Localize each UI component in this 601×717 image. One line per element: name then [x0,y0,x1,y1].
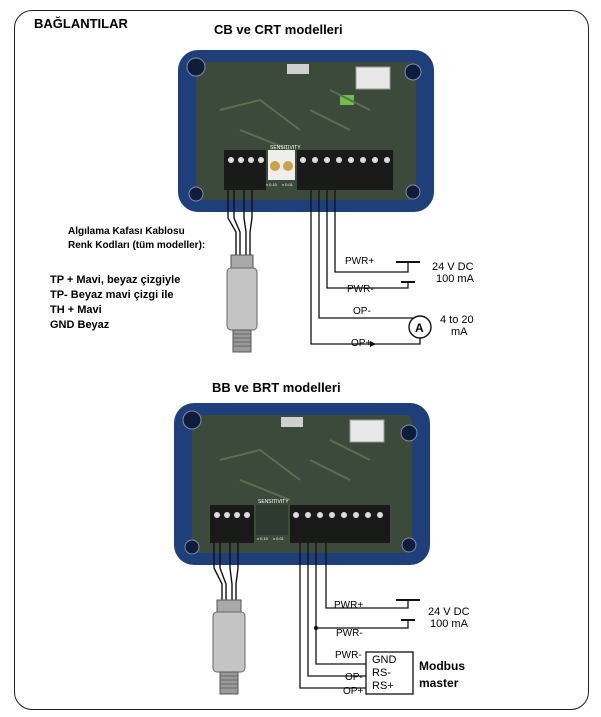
sensitivity-label-bottom: SENSITIVITY [258,499,289,505]
cable-note-item: GND Beyaz [50,319,110,331]
cable-note-item: TP + Mavi, beyaz çizgiyle [50,274,181,286]
modbus-rs-minus-label: RS- [372,667,391,679]
bottom-enclosure [174,403,430,565]
cable-note-item: TH + Mavi [50,304,102,316]
top-enclosure [178,50,434,212]
cable-note-line1: Algılama Kafası Kablosu [68,226,185,237]
bottom-op-minus-label: OP- [345,672,363,683]
meter-unit: mA [451,326,468,338]
cable-note-item: TP- Beyaz mavi çizgi ile [50,289,174,301]
bottom-sensor-probe [212,599,246,695]
top-sensor-cable [227,190,253,255]
top-op-minus-label: OP- [353,306,371,317]
x10-label: x 0.10 [266,182,278,187]
cable-note-line2: Renk Kodları (tüm modeller): [68,240,206,251]
bottom-supply-voltage: 24 V DC [428,606,470,618]
top-sensor-probe [226,254,258,353]
top-supply-voltage: 24 V DC [432,261,474,273]
section-title-top: CB ve CRT modelleri [214,22,343,37]
sensitivity-label: SENSITIVITY [270,145,301,151]
top-supply-current: 100 mA [436,273,474,285]
top-wiring [310,190,421,345]
bottom-pwr-plus-label: PWR+ [334,600,364,611]
modbus-gnd-label: GND [372,654,397,666]
ammeter-symbol [408,315,432,339]
junction-dot [313,625,319,631]
top-pwr-minus-label: PWR- [347,284,374,295]
page-heading: BAĞLANTILAR [34,16,128,31]
bottom-sensor-cable [213,543,239,600]
bottom-pwr-minus-label-2: PWR- [335,650,362,661]
modbus-rs-plus-label: RS+ [372,680,394,692]
bottom-op-plus-label: OP+ [343,686,364,697]
bottom-pwr-minus-label: PWR- [336,628,363,639]
modbus-master-box [365,651,414,695]
modbus-master-line2: master [419,676,459,690]
arrow-op-plus [370,341,376,347]
top-op-plus-label: OP+ [351,338,372,349]
bottom-supply-current: 100 mA [430,618,468,630]
section-title-bottom: BB ve BRT modelleri [212,380,341,395]
x01-label: x 0.01 [282,182,294,187]
top-pwr-plus-label: PWR+ [345,256,375,267]
x10-label-bottom: x 0.10 [257,536,269,541]
x01-label-bottom: x 0.01 [273,536,285,541]
modbus-master-line1: Modbus [419,659,465,673]
meter-range: 4 to 20 [440,314,474,326]
ammeter-letter: A [415,321,424,335]
diagram-frame [14,10,589,710]
